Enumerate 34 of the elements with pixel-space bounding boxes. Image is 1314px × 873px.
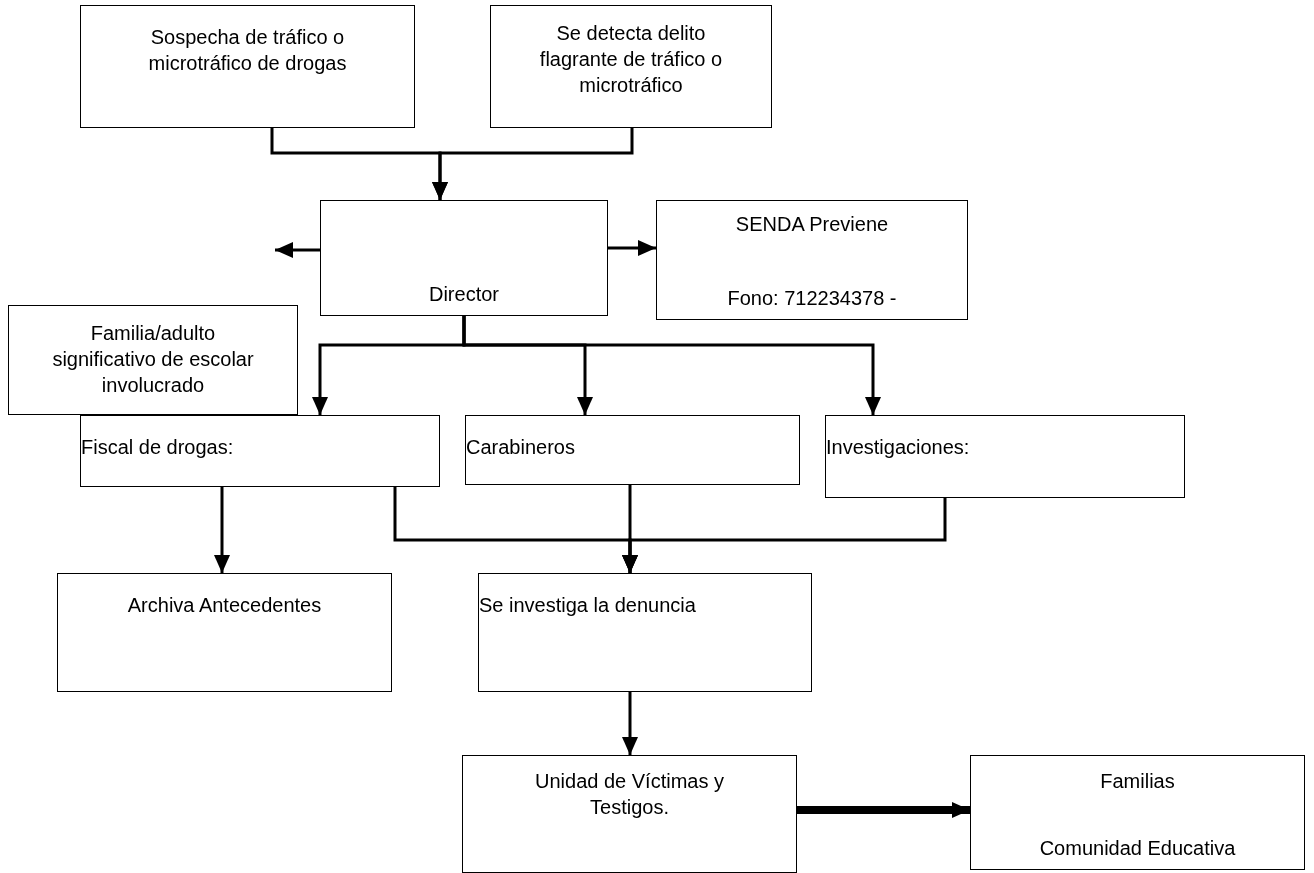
process-box [656,200,968,320]
box-text: SENDA Previene [735,212,889,237]
arrow [214,487,230,573]
arrow [622,692,638,755]
box-text: Familia/adulto significativo de escolar involucrado [51,321,255,398]
box-text: Se investiga la denuncia [479,593,696,618]
arrow [462,316,881,415]
arrow [432,128,634,200]
box-text: Carabineros [466,435,575,460]
box-text: Sospecha de tráfico o microtráfico de drogas [147,25,348,76]
process-box [970,755,1305,870]
box-text: Fiscal de drogas: [81,435,234,460]
process-box [80,5,415,128]
process-box [80,415,440,487]
box-text: Se detecta delito flagrante de tráfico o microtráfico [538,21,724,98]
box-text: Unidad de Víctimas y Testigos. [534,769,725,820]
process-box [465,415,800,485]
arrow [797,802,970,818]
box-text: Comunidad Educativa [1039,836,1236,861]
box-text: Fono: 712234378 - [727,286,897,311]
process-box [490,5,772,128]
process-box [57,573,392,692]
box-text: Director [429,282,499,307]
process-box [478,573,812,692]
box-text: Familias [1100,769,1175,794]
process-box [825,415,1185,498]
process-box [8,305,298,415]
box-text: Investigaciones: [826,435,970,460]
arrow [622,498,947,573]
process-box [462,755,797,873]
process-box [320,200,608,316]
arrow [275,242,320,258]
box-text: Archiva Antecedentes [127,593,322,618]
arrow [608,240,656,256]
